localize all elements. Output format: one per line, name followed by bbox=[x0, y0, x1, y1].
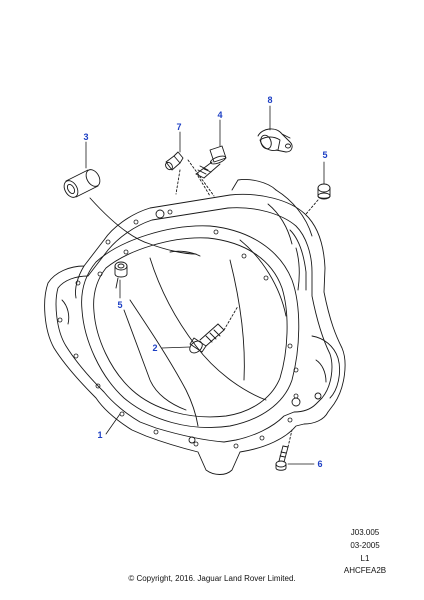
callout-4: 4 bbox=[217, 110, 222, 120]
bush-part-5-upper bbox=[317, 183, 331, 200]
reference-level: L1 bbox=[360, 554, 370, 563]
callout-8: 8 bbox=[267, 95, 272, 105]
callout-labels: 3 7 4 8 5 5 2 1 6 bbox=[83, 95, 327, 469]
reference-date: 03-2005 bbox=[350, 541, 380, 550]
transmission-housing bbox=[44, 179, 346, 475]
figure-id: AHCFEA2B bbox=[343, 566, 387, 575]
bush-part-5-lower bbox=[114, 261, 128, 289]
pin-part-7 bbox=[165, 151, 184, 171]
callout-5-lower: 5 bbox=[117, 300, 122, 310]
bush-part-3 bbox=[63, 169, 101, 198]
callout-3: 3 bbox=[83, 132, 88, 142]
callout-5-upper: 5 bbox=[322, 150, 327, 160]
reference-code: J03.005 bbox=[350, 528, 380, 537]
bolt-part-2 bbox=[189, 305, 239, 354]
bolt-part-6 bbox=[275, 429, 293, 471]
callout-6: 6 bbox=[317, 459, 322, 469]
bolt-part-4 bbox=[195, 145, 227, 179]
clip-part-8 bbox=[257, 128, 293, 153]
copyright-notice: © Copyright, 2016. Jaguar Land Rover Lim… bbox=[128, 574, 296, 583]
callout-7: 7 bbox=[176, 122, 181, 132]
callout-1: 1 bbox=[97, 430, 102, 440]
callout-2: 2 bbox=[152, 343, 157, 353]
leader-lines bbox=[85, 105, 325, 465]
